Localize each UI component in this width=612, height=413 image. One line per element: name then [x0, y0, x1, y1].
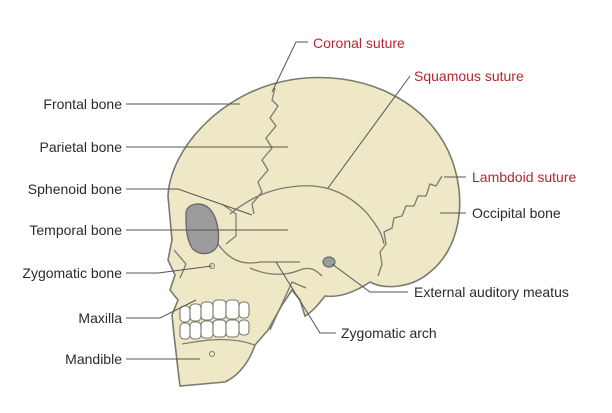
mental-foramen	[209, 351, 215, 357]
nasal-cavity	[173, 249, 187, 279]
sphenoid-suture-line	[221, 203, 237, 245]
label-lambdoid-suture: Lambdoid suture	[472, 169, 577, 185]
upper-teeth	[179, 299, 250, 323]
label-external-auditory-meatus: External auditory meatus	[414, 284, 569, 300]
zygomatic-arch-outline	[249, 267, 323, 277]
label-parietal-bone: Parietal bone	[39, 139, 122, 155]
leader-zygomatic-bone	[126, 265, 213, 274]
leader-maxilla	[126, 299, 197, 319]
label-frontal-bone: Frontal bone	[43, 96, 122, 112]
coronal-suture-line	[251, 87, 279, 215]
mandible-line	[181, 338, 256, 346]
lambdoid-suture-line	[377, 175, 443, 277]
zygomatic-outline	[217, 243, 300, 264]
label-maxilla: Maxilla	[78, 310, 122, 326]
leader-coronal-suture	[271, 41, 308, 93]
label-mandible: Mandible	[65, 351, 122, 367]
lower-teeth	[179, 319, 250, 340]
squamous-suture-line	[229, 185, 385, 245]
label-sphenoid-bone: Sphenoid bone	[27, 181, 122, 197]
leader-lines	[126, 41, 466, 360]
leader-squamous-suture	[327, 75, 411, 189]
label-coronal-suture: Coronal suture	[313, 35, 405, 51]
label-occipital-bone: Occipital bone	[472, 205, 561, 221]
mandible-ramus	[269, 281, 307, 331]
leader-zygomatic-arch	[275, 261, 336, 334]
label-zygomatic-arch: Zygomatic arch	[341, 325, 437, 341]
leader-external-auditory-meatus	[331, 263, 408, 293]
label-temporal-bone: Temporal bone	[29, 222, 122, 238]
label-squamous-suture: Squamous suture	[414, 68, 524, 84]
leader-sphenoid-bone	[126, 188, 253, 216]
label-zygomatic-bone: Zygomatic bone	[22, 265, 122, 281]
